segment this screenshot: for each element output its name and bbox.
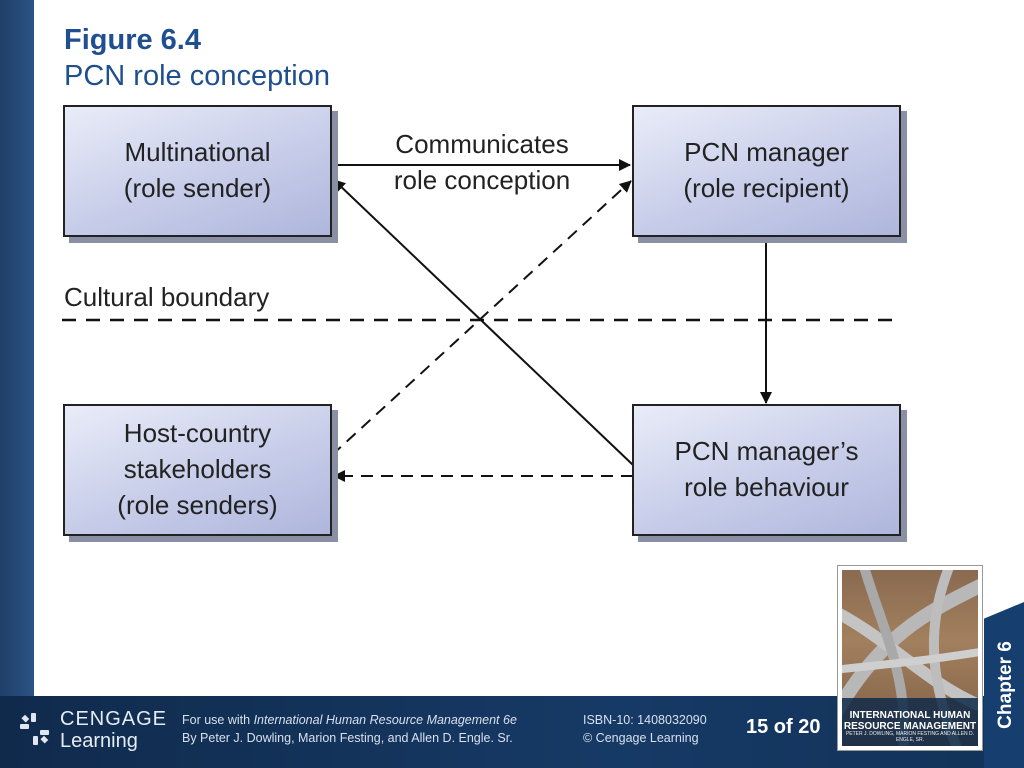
communicates-label: Communicates role conception [393,129,571,195]
cengage-logo: CENGAGE Learning [18,708,178,758]
logo-text-cengage: CENGAGE [60,708,168,730]
cultural-boundary-label: Cultural boundary [64,282,270,312]
figure-subtitle: PCN role conception [64,60,330,92]
multinational-box: Multinational (role sender) [63,105,332,237]
logo-text-learning: Learning [60,730,138,752]
footer-authors: By Peter J. Dowling, Marion Festing, and… [182,731,513,745]
figure-title: Figure 6.4 [64,24,201,56]
pcn-manager-box: PCN manager (role recipient) [632,105,901,237]
pcn-behaviour-box: PCN manager’s role behaviour [632,404,901,536]
chapter-label: Chapter 6 [995,641,1016,729]
footer-for-use-with: For use with [182,713,254,727]
book-cover: INTERNATIONAL HUMAN RESOURCE MANAGEMENT … [838,566,982,750]
book-cover-image: INTERNATIONAL HUMAN RESOURCE MANAGEMENT … [842,570,978,746]
left-sidebar-bar [0,0,34,696]
footer-isbn: ISBN-10: 1408032090 [583,713,707,727]
cengage-logo-icon [20,713,49,745]
host-country-box: Host-country stakeholders (role senders) [63,404,332,536]
footer-book-line: For use with International Human Resourc… [182,711,517,729]
footer-book-title: International Human Resource Management … [253,713,517,727]
book-cover-title: INTERNATIONAL HUMAN RESOURCE MANAGEMENT [843,710,977,732]
page-number: 15 of 20 [746,716,821,738]
highway-illustration [842,570,978,746]
footer-copyright: © Cengage Learning [583,731,699,745]
chapter-tab [984,602,1024,768]
book-cover-authors: PETER J. DOWLING, MARION FESTING AND ALL… [845,731,975,743]
